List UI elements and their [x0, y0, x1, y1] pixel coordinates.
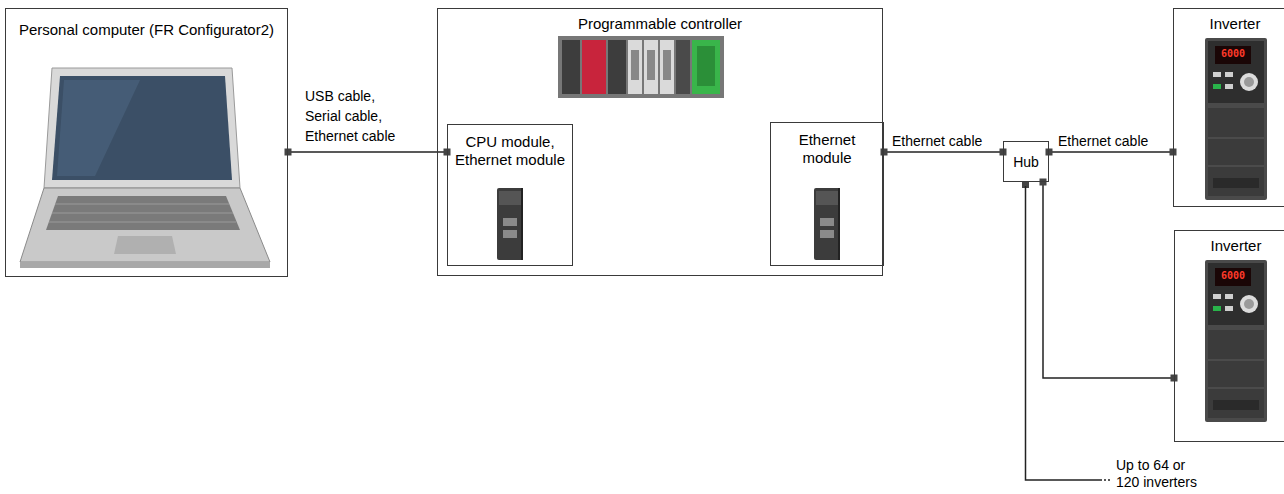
node-text: Personal computer (FR Configurator2)	[6, 21, 287, 39]
inverter-box: Inverter	[1173, 8, 1284, 207]
port-square	[1040, 179, 1047, 186]
node-text: CPU module, Ethernet module	[448, 133, 572, 169]
cable-line	[884, 151, 1003, 153]
computer-box: Personal computer (FR Configurator2)	[5, 8, 288, 277]
module-illustration	[497, 188, 523, 260]
port-square	[285, 149, 292, 156]
laptop-illustration	[20, 68, 270, 268]
module-box: CPU module, Ethernet module	[447, 124, 573, 266]
cable-line	[1043, 182, 1174, 378]
note-text: Up to 64 or 120 inverters	[1116, 457, 1208, 491]
extra-wire	[1022, 182, 1112, 480]
display-digits: 6000	[1215, 47, 1251, 61]
port-square	[1046, 149, 1053, 156]
cable-label: Ethernet cable	[1057, 131, 1163, 151]
port-square	[881, 149, 888, 156]
inverter-illustration	[1205, 260, 1267, 422]
cable-label: Ethernet cable	[891, 131, 997, 151]
module-illustration	[814, 188, 840, 260]
cable-line	[1049, 151, 1173, 153]
node-text: Inverter	[1175, 237, 1284, 255]
hub-box: Hub	[1003, 141, 1049, 182]
display-digits: 6000	[1215, 269, 1251, 283]
module-box: Ethernet module	[770, 122, 884, 266]
cable-line	[288, 151, 447, 153]
inverter-illustration	[1205, 38, 1267, 200]
controller-box: Programmable controllerCPU module, Ether…	[437, 8, 883, 276]
node-text: Hub	[1011, 153, 1041, 171]
node-text: Inverter	[1174, 15, 1284, 33]
inverter-box: Inverter	[1174, 230, 1284, 442]
cable-label: USB cable, Serial cable, Ethernet cable	[304, 86, 406, 146]
node-text: Ethernet module	[771, 131, 883, 167]
plc-illustration	[558, 36, 724, 98]
node-text: Programmable controller	[438, 15, 882, 33]
